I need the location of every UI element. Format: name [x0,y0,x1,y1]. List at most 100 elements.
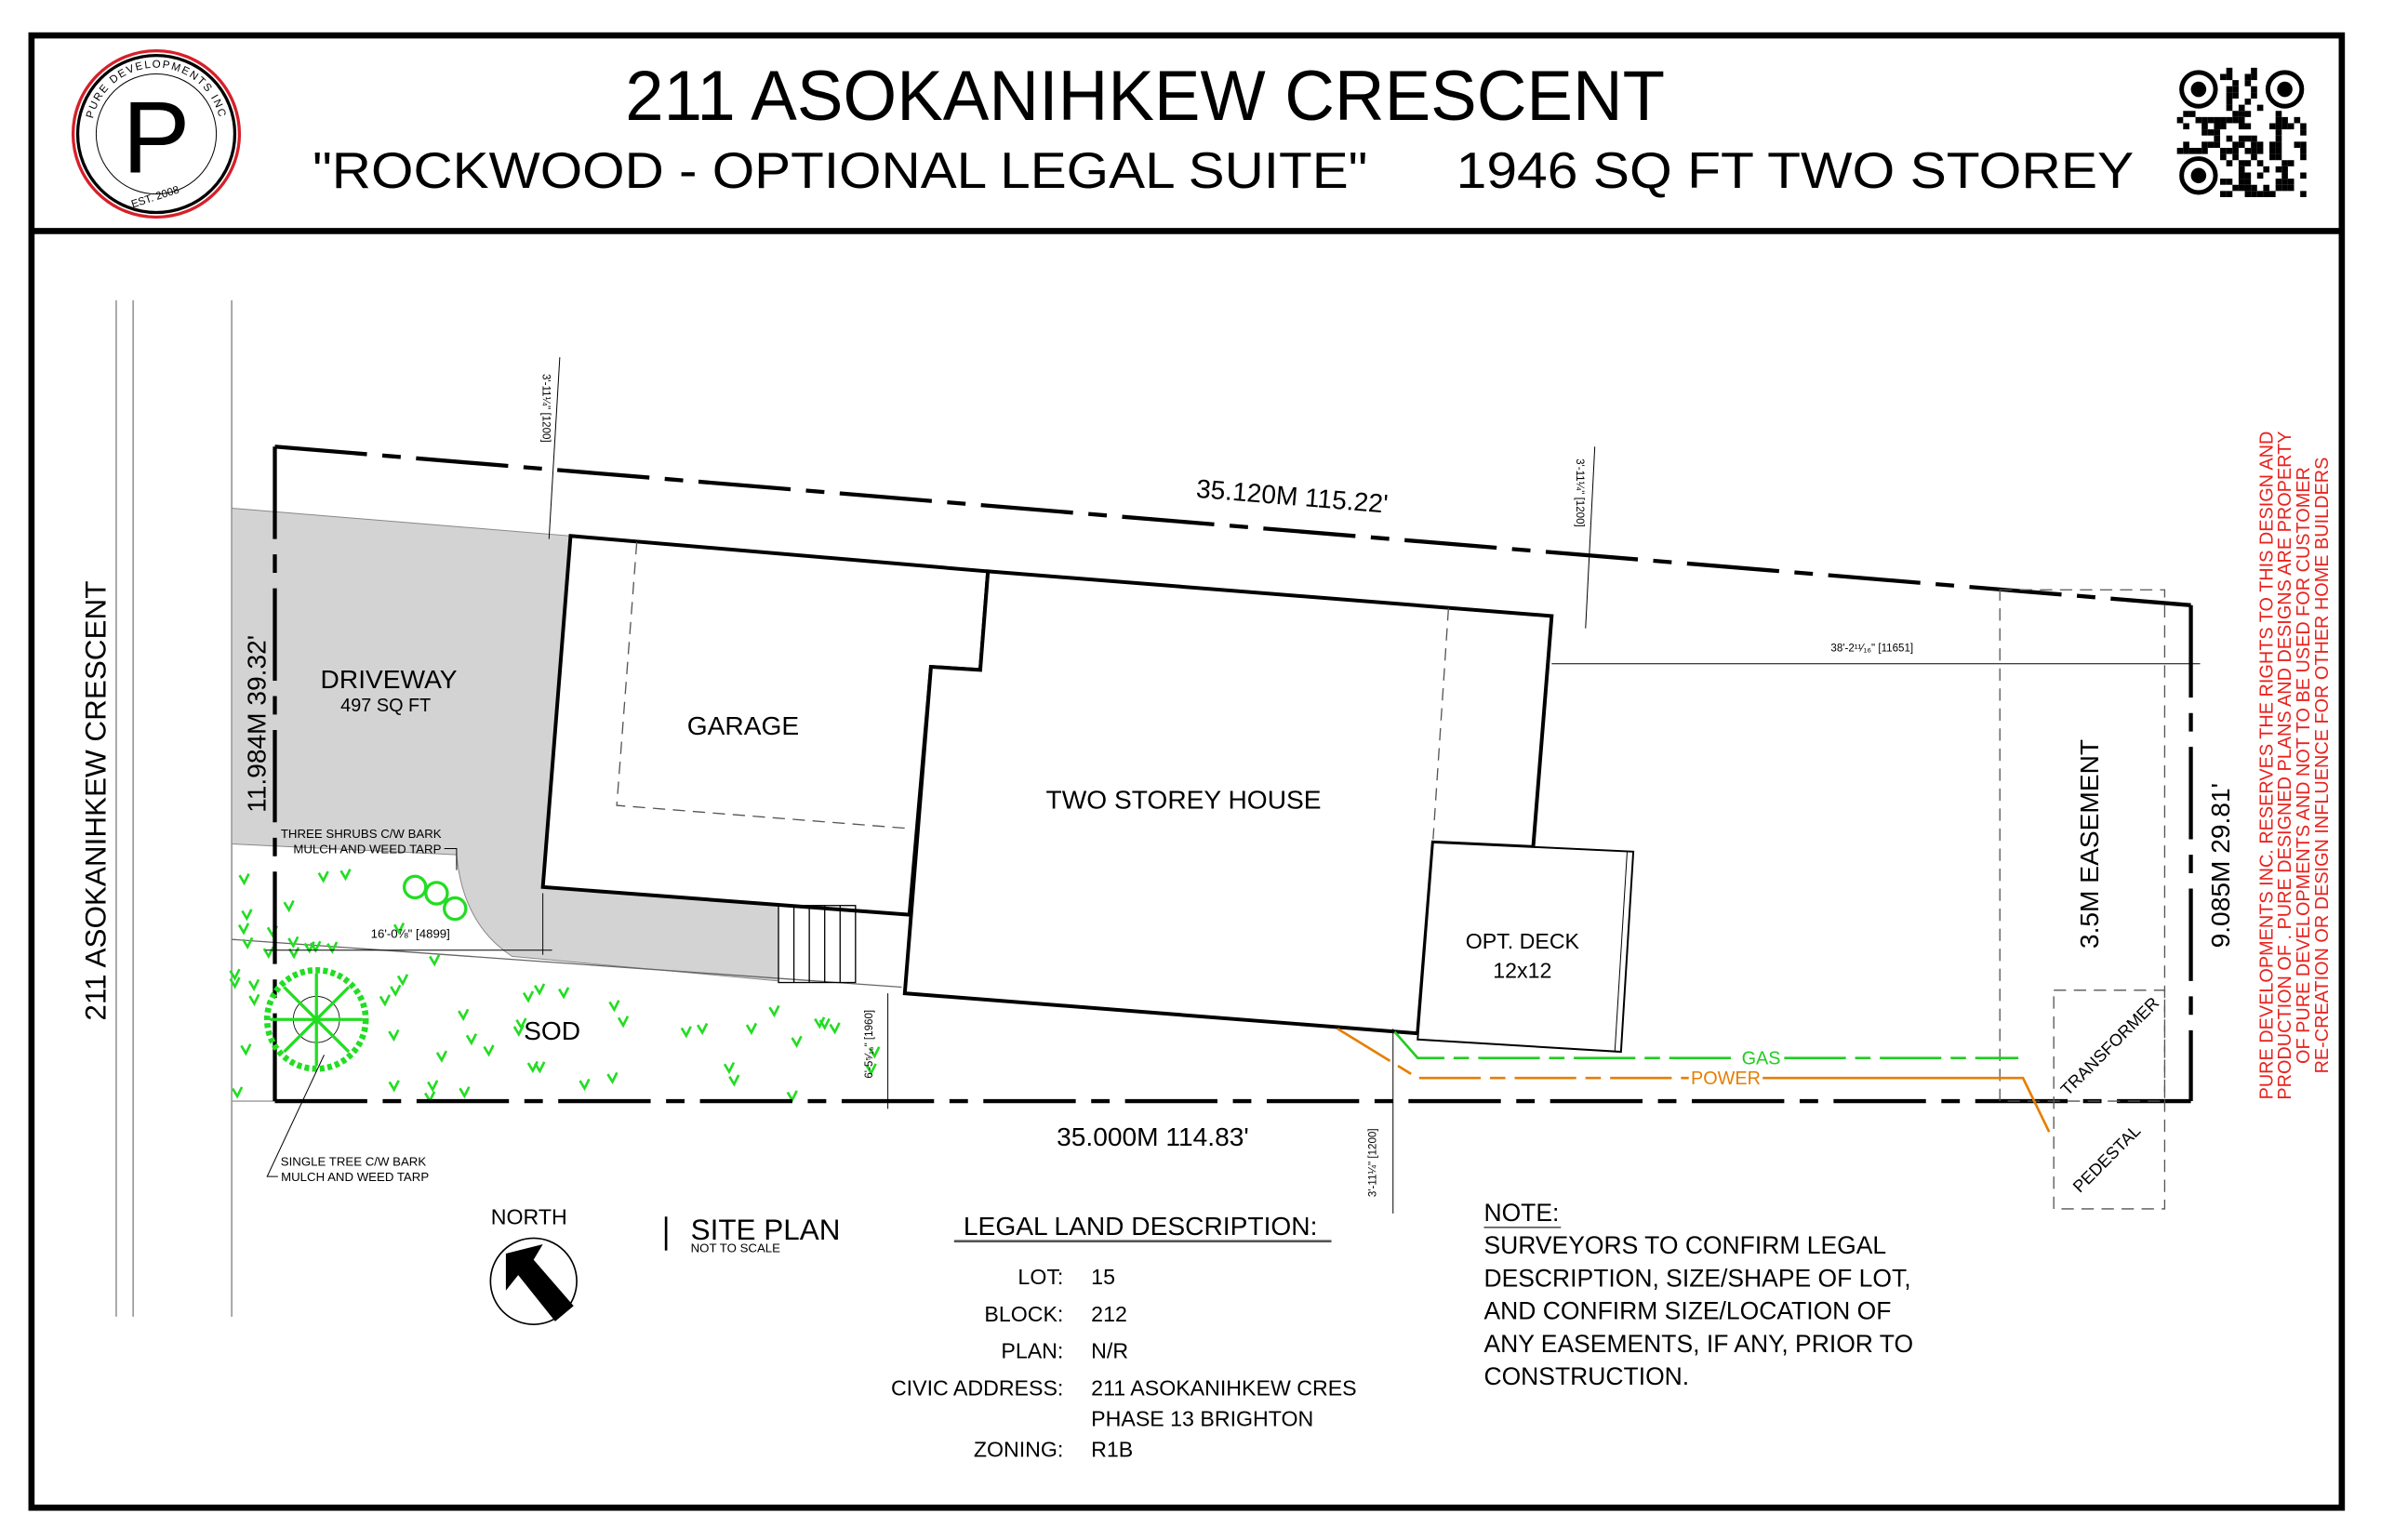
dim-setback-3: 3'-11¼" [1200] [1368,1128,1379,1197]
qr-module [2226,67,2233,74]
qr-module [2238,123,2245,130]
qr-module [2263,184,2270,192]
qr-module [2226,147,2233,154]
qr-module [2214,129,2221,136]
street: 211 ASOKANIHKEW CRESCENT [79,299,233,1317]
legal-value: R1B [1091,1438,1133,1462]
gas-line: GAS [1393,1030,2019,1069]
legal-label: PLAN: [1001,1339,1063,1363]
grass-mark [534,1061,546,1074]
shrubs-note: THREE SHRUBS C/W BARK MULCH AND WEED TAR… [281,827,458,870]
grass-mark [232,1086,244,1099]
grass-mark [814,1016,826,1029]
qr-module [2238,104,2245,112]
grass-mark [248,993,260,1007]
tree-icon [263,966,369,1072]
grass-mark [696,1022,709,1036]
qr-module [2220,73,2227,81]
qr-module [2232,92,2239,99]
legal-label: BLOCK: [984,1302,1063,1326]
qr-module [2238,141,2245,148]
grass-mark [865,1063,877,1076]
deck-outline [1417,841,1635,1054]
qr-finder-dot [2277,81,2293,98]
qr-module [2214,135,2221,142]
legal-value: PHASE 13 BRIGHTON [1091,1406,1313,1430]
grass-mark [427,1080,439,1093]
qr-module [2244,80,2252,86]
qr-module [2238,179,2245,185]
qr-module [2281,166,2288,173]
grass-mark [459,1086,471,1099]
qr-module [2263,191,2270,197]
qr-module [2269,141,2276,148]
grass-mark [533,983,546,996]
sheet-border [28,32,2346,1511]
gas-label: GAS [1742,1048,1781,1069]
qr-module [2269,191,2276,197]
grass-mark [558,987,570,1000]
svg-text:MULCH AND WEED TARP: MULCH AND WEED TARP [293,842,441,856]
grass-mark [241,909,253,922]
qr-module [2263,166,2270,173]
qr-module [2269,153,2276,161]
deck-size: 12x12 [1493,959,1551,983]
qr-module [2238,184,2245,192]
qr-module [2281,172,2288,179]
qr-module [2244,147,2252,154]
grass-mark [786,1090,798,1103]
qr-module [2226,86,2233,93]
grass-mark [238,872,250,886]
model-name: "ROCKWOOD - OPTIONAL LEGAL SUITE" [313,142,1367,199]
site-plan-scale: NOT TO SCALE [691,1241,781,1255]
legal-heading: LEGAL LAND DESCRIPTION: [964,1212,1318,1241]
note-line: ANY EASEMENTS, IF ANY, PRIOR TO [1483,1330,1913,1358]
qr-module [2232,184,2239,192]
qr-module [2275,116,2282,124]
qr-module [2251,73,2257,81]
qr-module [2232,141,2239,148]
tree-note: SINGLE TREE C/W BARK MULCH AND WEED TARP [266,1055,429,1184]
legal-value: 211 ASOKANIHKEW CRES [1091,1375,1356,1400]
qr-module [2188,111,2196,117]
power-label: POWER [1691,1069,1761,1089]
qr-module [2238,166,2245,173]
grass-mark [458,1008,470,1022]
qr-module [2251,67,2257,74]
grass-mark [339,869,352,882]
qr-module [2183,147,2189,154]
qr-module [2176,116,2184,124]
qr-module [2294,116,2301,124]
page-title: 211 ASOKANIHKEW CRESCENT [625,57,1665,136]
grass-mark [240,1043,252,1056]
grass-mark [435,1050,448,1063]
qr-module [2220,153,2227,161]
qr-module [2244,73,2252,81]
qr-module [2214,141,2221,148]
grass-mark [483,1044,495,1057]
grass-mark [379,994,392,1007]
qr-module [2300,172,2307,179]
shrubs-icon [402,874,468,922]
note-line: CONSTRUCTION. [1483,1362,1689,1390]
qr-module [2300,147,2307,154]
grass-mark [791,1035,803,1049]
qr-module [2287,160,2295,166]
qr-module [2226,179,2233,185]
grass-mark [287,936,299,949]
grass-mark [429,954,441,967]
garage-label: GARAGE [687,711,799,740]
qr-module [2275,135,2282,142]
qr-module [2256,147,2264,154]
qr-module [2251,135,2257,142]
qr-module [2214,123,2221,130]
grass-mark [723,1062,736,1075]
qr-module [2244,98,2252,105]
logo-letter: P [123,81,191,194]
qr-module [2251,141,2257,148]
qr-module [2244,135,2252,142]
grass-mark [745,1022,758,1036]
qr-module [2238,116,2245,124]
grass-mark [283,899,295,913]
grass-mark [229,968,241,981]
